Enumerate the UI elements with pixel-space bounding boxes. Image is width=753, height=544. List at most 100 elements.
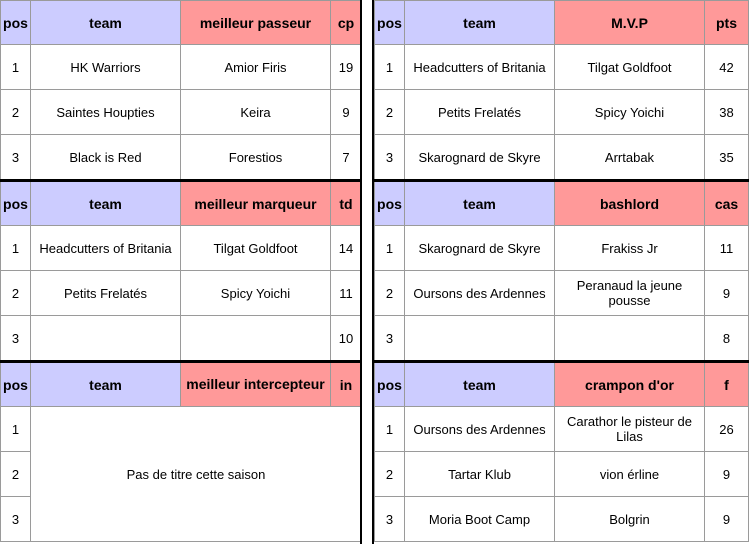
team-cell: Oursons des Ardennes: [404, 406, 555, 452]
player-cell: Spicy Yoichi: [180, 270, 331, 316]
table-row: 1 Headcutters of Britania Tilgat Goldfoo…: [0, 225, 362, 271]
col-pos: pos: [0, 0, 31, 45]
table-row: 2 Oursons des Ardennes Peranaud la jeune…: [374, 270, 749, 316]
col-team: team: [404, 179, 555, 226]
table-row: 1 Skarognard de Skyre Frakiss Jr 11: [374, 225, 749, 271]
player-cell: Keira: [180, 89, 331, 135]
col-pos: pos: [374, 179, 405, 226]
team-cell: [404, 315, 555, 362]
value-cell: 9: [704, 496, 749, 542]
col-pos: pos: [0, 360, 31, 407]
player-cell: Bolgrin: [554, 496, 705, 542]
pos-cell: 3: [0, 496, 31, 542]
col-in: in: [330, 360, 362, 407]
value-cell: 19: [330, 44, 362, 90]
value-cell: 9: [704, 451, 749, 497]
col-pos: pos: [374, 360, 405, 407]
value-cell: 38: [704, 89, 749, 135]
pos-cell: 3: [0, 134, 31, 181]
team-cell: HK Warriors: [30, 44, 181, 90]
col-mvp: M.V.P: [554, 0, 705, 45]
bashlord-header-row: pos team bashlord cas: [374, 179, 749, 226]
team-cell: Saintes Houpties: [30, 89, 181, 135]
col-team: team: [30, 360, 181, 407]
right-stats-table: pos team M.V.P pts 1 Headcutters of Brit…: [374, 0, 749, 542]
passeur-header-row: pos team meilleur passeur cp: [0, 0, 362, 45]
crampon-header-row: pos team crampon d'or f: [374, 360, 749, 407]
pos-cell: 2: [374, 270, 405, 316]
player-cell: [554, 315, 705, 362]
value-cell: 11: [330, 270, 362, 316]
player-cell: Amior Firis: [180, 44, 331, 90]
team-cell: Headcutters of Britania: [404, 44, 555, 90]
table-row: 1 Pas de titre cette saison: [0, 406, 362, 542]
team-cell: Petits Frelatés: [404, 89, 555, 135]
mvp-header-row: pos team M.V.P pts: [374, 0, 749, 45]
no-title-message: Pas de titre cette saison: [30, 406, 362, 542]
player-cell: Forestios: [180, 134, 331, 181]
value-cell: 35: [704, 134, 749, 181]
table-row: 2 Petits Frelatés Spicy Yoichi 38: [374, 89, 749, 135]
pos-cell: 1: [374, 44, 405, 90]
team-cell: Oursons des Ardennes: [404, 270, 555, 316]
left-stats-table: pos team meilleur passeur cp 1 HK Warrio…: [0, 0, 362, 542]
value-cell: 8: [704, 315, 749, 362]
col-meilleur-marqueur: meilleur marqueur: [180, 179, 331, 226]
value-cell: 10: [330, 315, 362, 362]
pos-cell: 2: [0, 451, 31, 497]
pos-cell: 1: [0, 225, 31, 271]
table-row: 3 Skarognard de Skyre Arrtabak 35: [374, 134, 749, 181]
table-row: 2: [0, 451, 362, 497]
col-pts: pts: [704, 0, 749, 45]
col-team: team: [404, 0, 555, 45]
col-team: team: [404, 360, 555, 407]
player-cell: Spicy Yoichi: [554, 89, 705, 135]
col-f: f: [704, 360, 749, 407]
left-panel-edge: [360, 0, 362, 544]
table-row: 1 HK Warriors Amior Firis 19: [0, 44, 362, 90]
table-row: 3 Moria Boot Camp Bolgrin 9: [374, 496, 749, 542]
col-pos: pos: [374, 0, 405, 45]
value-cell: 9: [704, 270, 749, 316]
col-pos: pos: [0, 179, 31, 226]
team-cell: Moria Boot Camp: [404, 496, 555, 542]
col-cas: cas: [704, 179, 749, 226]
col-cp: cp: [330, 0, 362, 45]
pos-cell: 2: [374, 89, 405, 135]
table-row: 3 10: [0, 315, 362, 362]
pos-cell: 3: [0, 315, 31, 362]
value-cell: 7: [330, 134, 362, 181]
team-cell: Skarognard de Skyre: [404, 225, 555, 271]
right-panel-edge: [372, 0, 374, 544]
player-cell: Frakiss Jr: [554, 225, 705, 271]
table-row: 1 Oursons des Ardennes Carathor le piste…: [374, 406, 749, 452]
table-row: 2 Tartar Klub vion érline 9: [374, 451, 749, 497]
team-cell: Tartar Klub: [404, 451, 555, 497]
player-cell: Arrtabak: [554, 134, 705, 181]
team-cell: Black is Red: [30, 134, 181, 181]
player-cell: Carathor le pisteur de Lilas: [554, 406, 705, 452]
col-meilleur-intercepteur: meilleur intercepteur: [180, 360, 331, 407]
pos-cell: 3: [374, 315, 405, 362]
team-cell: [30, 315, 181, 362]
value-cell: 26: [704, 406, 749, 452]
player-cell: vion érline: [554, 451, 705, 497]
table-row: 3 8: [374, 315, 749, 362]
table-row: 1 Headcutters of Britania Tilgat Goldfoo…: [374, 44, 749, 90]
pos-cell: 1: [0, 44, 31, 90]
col-crampon-dor: crampon d'or: [554, 360, 705, 407]
team-cell: Skarognard de Skyre: [404, 134, 555, 181]
value-cell: 11: [704, 225, 749, 271]
pos-cell: 1: [0, 406, 31, 452]
pos-cell: 3: [374, 496, 405, 542]
player-cell: Tilgat Goldfoot: [554, 44, 705, 90]
pos-cell: 1: [374, 225, 405, 271]
col-td: td: [330, 179, 362, 226]
col-team: team: [30, 0, 181, 45]
table-row: 3: [0, 496, 362, 542]
col-bashlord: bashlord: [554, 179, 705, 226]
value-cell: 42: [704, 44, 749, 90]
left-panel: pos team meilleur passeur cp 1 HK Warrio…: [0, 0, 362, 542]
player-cell: Peranaud la jeune pousse: [554, 270, 705, 316]
pos-cell: 3: [374, 134, 405, 181]
